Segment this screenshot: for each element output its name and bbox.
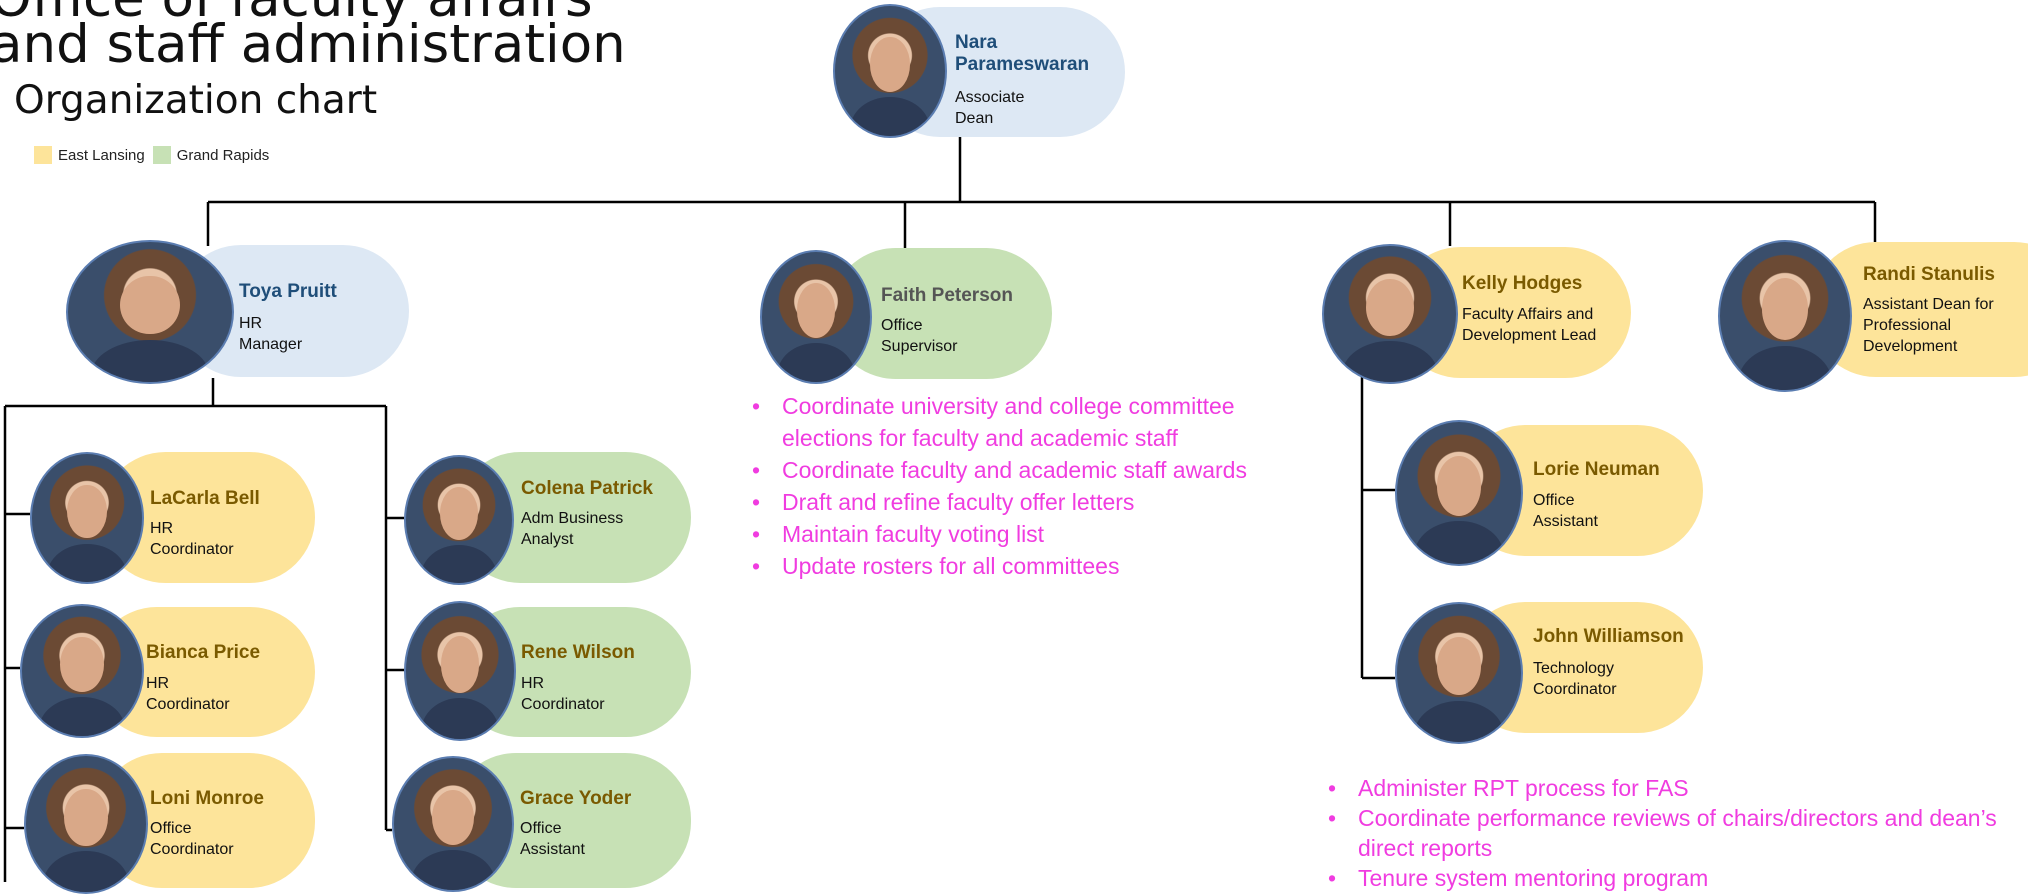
- legend-swatch-grand-rapids: [152, 146, 171, 164]
- person-name: Colena Patrick: [521, 478, 653, 499]
- kelly-hodges-duties-list: Administer RPT process for FAS Coordinat…: [1328, 773, 2028, 893]
- duty-item: Update rosters for all committees: [752, 550, 1272, 582]
- person-name: Toya Pruitt: [239, 281, 337, 302]
- person-name: Bianca Price: [146, 642, 261, 663]
- legend-label-grand-rapids: Grand Rapids: [176, 146, 270, 164]
- person-role: HR Coordinator: [146, 675, 230, 713]
- portrait-photo: [20, 604, 144, 738]
- duty-item: Coordinate performance reviews of chairs…: [1328, 803, 2028, 863]
- duty-item: Draft and refine faculty offer letters: [752, 486, 1272, 518]
- duty-item: Maintain faculty voting list: [752, 518, 1272, 550]
- person-name: Rene Wilson: [521, 642, 635, 663]
- portrait-photo: [30, 452, 144, 584]
- person-name: Randi Stanulis: [1863, 264, 1995, 285]
- portrait-photo: [392, 756, 514, 892]
- person-name: Loni Monroe: [150, 788, 264, 809]
- person-name: Faith Peterson: [881, 285, 1013, 306]
- person-name: Grace Yoder: [520, 788, 632, 809]
- person-role: Assistant Dean for Professional Developm…: [1863, 296, 1994, 355]
- person-role: Office Assistant: [520, 820, 585, 858]
- person-name: John Williamson: [1533, 626, 1684, 647]
- portrait-photo: [833, 4, 947, 138]
- portrait-photo: [1395, 602, 1523, 744]
- portrait-photo: [760, 250, 872, 384]
- chart-title-line-1: Office of faculty affairs: [0, 0, 593, 29]
- portrait-photo: [66, 240, 234, 384]
- duty-item: Administer RPT process for FAS: [1328, 773, 2028, 803]
- chart-title-line-2: and staff administration: [0, 14, 626, 75]
- legend-swatch-east-lansing: [34, 146, 52, 164]
- person-name: Nara Parameswaran: [955, 32, 1090, 75]
- duty-item: Tenure system mentoring program: [1328, 863, 2028, 893]
- person-role: Office Supervisor: [881, 317, 958, 355]
- legend-label-east-lansing: East Lansing: [58, 146, 145, 164]
- portrait-photo: [24, 754, 148, 894]
- portrait-photo: [1395, 420, 1523, 566]
- portrait-photo: [1322, 244, 1458, 384]
- person-role: HR Manager: [239, 315, 303, 353]
- person-name: LaCarla Bell: [150, 488, 260, 509]
- faith-peterson-duties-list: Coordinate university and college commit…: [752, 390, 1272, 582]
- person-role: Adm Business Analyst: [521, 510, 624, 548]
- person-role: Office Coordinator: [150, 820, 234, 858]
- person-name: Kelly Hodges: [1462, 273, 1583, 294]
- duty-item: Coordinate faculty and academic staff aw…: [752, 454, 1272, 486]
- person-role: Associate Dean: [955, 89, 1025, 127]
- person-name: Lorie Neuman: [1533, 459, 1660, 480]
- person-role: Faculty Affairs and Development Lead: [1462, 306, 1597, 344]
- person-role: HR Coordinator: [521, 675, 605, 713]
- person-role: Office Assistant: [1533, 492, 1598, 530]
- portrait-photo: [404, 601, 516, 741]
- person-role: Technology Coordinator: [1533, 660, 1617, 698]
- person-role: HR Coordinator: [150, 520, 234, 558]
- duty-item: Coordinate university and college commit…: [752, 390, 1272, 454]
- location-legend: East Lansing Grand Rapids: [34, 146, 277, 164]
- portrait-photo: [404, 455, 514, 585]
- chart-subtitle: Organization chart: [14, 78, 378, 123]
- portrait-photo: [1718, 240, 1852, 392]
